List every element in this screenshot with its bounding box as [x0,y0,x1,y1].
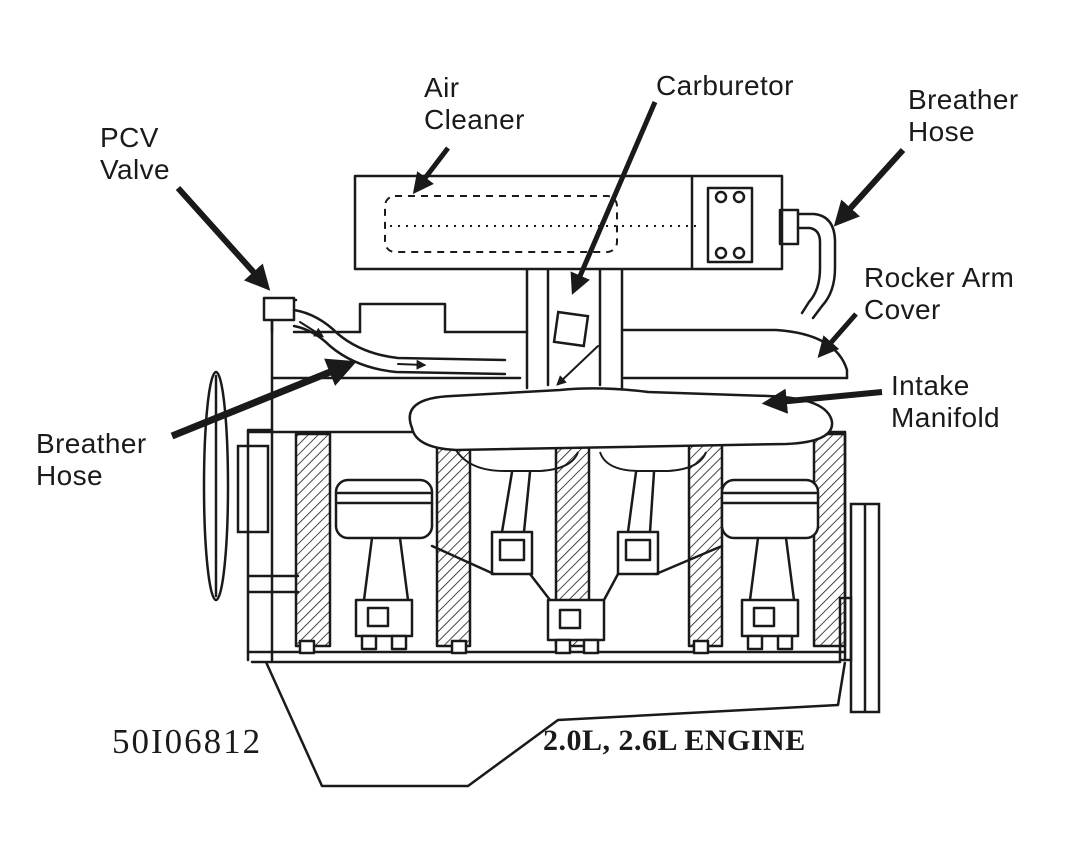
label-air-cleaner: Air Cleaner [424,72,525,135]
oil-pan-drawing [264,661,847,788]
label-carburetor: Carburetor [656,70,794,101]
callout-arrows [170,101,906,440]
label-breather-hose-top: Breather Hose [908,84,1019,147]
arrow-air-cleaner [412,146,450,195]
fan-pulley-drawing [202,370,300,602]
arrow-breather-hose-top [833,147,906,227]
air-cleaner-drawing [353,174,800,271]
label-rocker-arm-cover: Rocker Arm Cover [864,262,1015,325]
figure-caption: 2.0L, 2.6L ENGINE [543,724,806,757]
label-breather-hose-left: Breather Hose [36,428,147,491]
carburetor-drawing [525,267,624,390]
arrow-carburetor [570,101,658,295]
label-intake-manifold: Intake Manifold [891,370,1001,433]
breather-hose-drawing [796,212,837,320]
label-pcv-valve: PCV Valve [100,122,170,185]
arrow-rocker-arm-cover [817,312,858,358]
pcv-valve-drawing [262,296,296,322]
flywheel-drawing [838,502,881,714]
arrow-breather-hose-left [170,358,357,440]
engine-block-drawing [246,298,847,664]
arrow-intake-manifold [761,388,883,414]
intake-manifold-drawing [408,387,834,473]
arrow-pcv-valve [175,185,271,291]
figure-id: 50I06812 [112,722,263,761]
